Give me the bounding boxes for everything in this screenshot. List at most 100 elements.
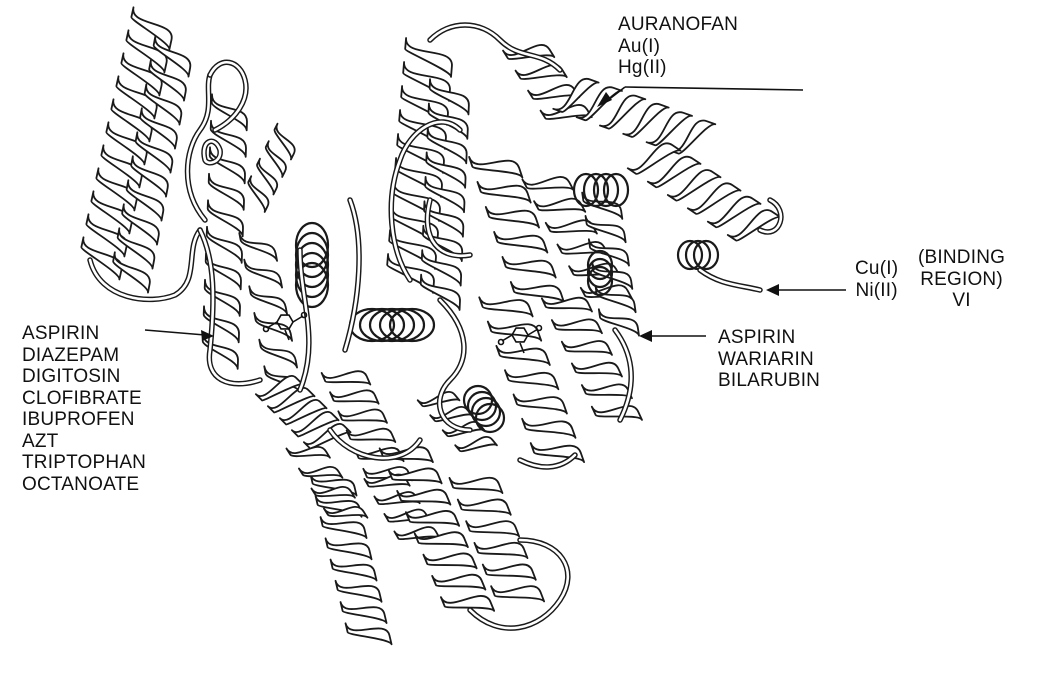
helix-turn [494,232,547,253]
helix [418,392,497,451]
helix-turn [239,233,277,261]
ligand-label: IBUPROFEN [22,409,146,431]
helix-turn [466,521,519,536]
helix [364,475,439,540]
ligand-atom [264,327,269,332]
ligand-label: Cu(I) [855,258,898,280]
coil [678,241,718,269]
helix-turn [505,370,558,389]
helix-turn [257,159,277,195]
helix-turn [582,384,632,398]
helix-turn [455,437,497,451]
ligand-label: ASPIRIN [22,323,146,345]
ligand-label: AURANOFAN [618,14,738,36]
helix-turn [336,581,382,602]
helix-turn [321,517,367,538]
helix-turn [405,38,452,77]
arrow-top-site [625,87,803,90]
helix-group [81,7,780,644]
helix-turn [592,406,642,420]
region-label-line: REGION) [918,269,1005,291]
ligand-label: Au(I) [618,36,738,58]
coil-ring [390,309,434,341]
helix-turn [423,553,476,568]
region-label-line: (BINDING [918,247,1005,269]
helix-turn [469,157,522,178]
helix-turn [502,257,555,278]
helix [239,233,302,394]
binding-region-label: (BINDING REGION) VI [918,247,1005,312]
helix-turn [486,207,539,228]
helix-turn [322,371,371,384]
arrowhead-right-site [639,330,652,342]
ligand-label: AZT [22,431,146,453]
helix [479,297,584,462]
helix-turn [341,602,387,623]
helix-turn [432,575,485,590]
helix-turn [449,478,502,493]
ligand-label: Ni(II) [855,280,898,302]
ligand-atom [499,340,504,345]
helix-turn [491,586,544,601]
ligand-label: ASPIRIN [718,327,820,349]
helix-turn [338,410,387,423]
ligand-label: DIGITOSIN [22,366,146,388]
ligand-label: BILARUBIN [718,370,820,392]
coil-ring [370,309,414,341]
helix-turn [311,487,354,498]
helix-turn [274,124,294,160]
helix-turn [209,174,244,210]
helix-turn [514,394,567,413]
ligand-label: CLOFIBRATE [22,388,146,410]
ligand-label: Hg(II) [618,57,738,79]
helix-turn [208,200,243,236]
helix-turn [483,564,536,579]
coil [350,309,434,341]
coil-ring [380,309,424,341]
helix-turn [254,313,292,341]
helix-turn [441,596,494,611]
ligand-label: DIAZEPAM [22,345,146,367]
helix-turn [249,286,287,314]
ligand-label: TRIPTOPHAN [22,452,146,474]
helix-turn [299,467,342,478]
arrowhead-metal-site [766,284,779,296]
ligand-atom [302,313,307,318]
helix [628,143,781,240]
helix-turn [346,623,392,644]
helix-turn [259,340,297,368]
helix-turn [330,390,379,403]
helix [248,124,294,212]
helix-turn [266,141,286,177]
helix-turn [331,560,377,581]
helix-turn [477,182,530,203]
helix-turn [522,419,575,438]
ligand-label: WARIARIN [718,349,820,371]
helix-turn [430,407,472,421]
ligand-atom [537,326,542,331]
ligand-label: OCTANOATE [22,474,146,496]
helix-turn [572,363,622,377]
helix-turn [458,499,511,514]
right-site-ligand-list: ASPIRIN WARIARIN BILARUBIN [718,327,820,392]
helix-turn [542,298,592,312]
helix-turn [562,341,612,355]
helix-turn [474,543,527,558]
helix-turn [522,177,573,190]
helix-turn [286,447,329,458]
arrow-left-site [145,330,205,335]
helix-turn [210,147,245,183]
helix-turn [347,429,396,442]
region-label-line: VI [918,290,1005,312]
helix-turn [248,176,268,212]
helix-turn [211,121,246,157]
metal-site-ligand-list: Cu(I) Ni(II) [855,258,898,301]
helix-turn [326,538,372,559]
helix-turn [552,319,602,333]
top-site-ligand-list: AURANOFAN Au(I) Hg(II) [618,14,738,79]
left-site-ligand-list: ASPIRIN DIAZEPAM DIGITOSIN CLOFIBRATE IB… [22,323,146,495]
helix-turn [479,297,532,316]
helix-turn [244,260,282,288]
